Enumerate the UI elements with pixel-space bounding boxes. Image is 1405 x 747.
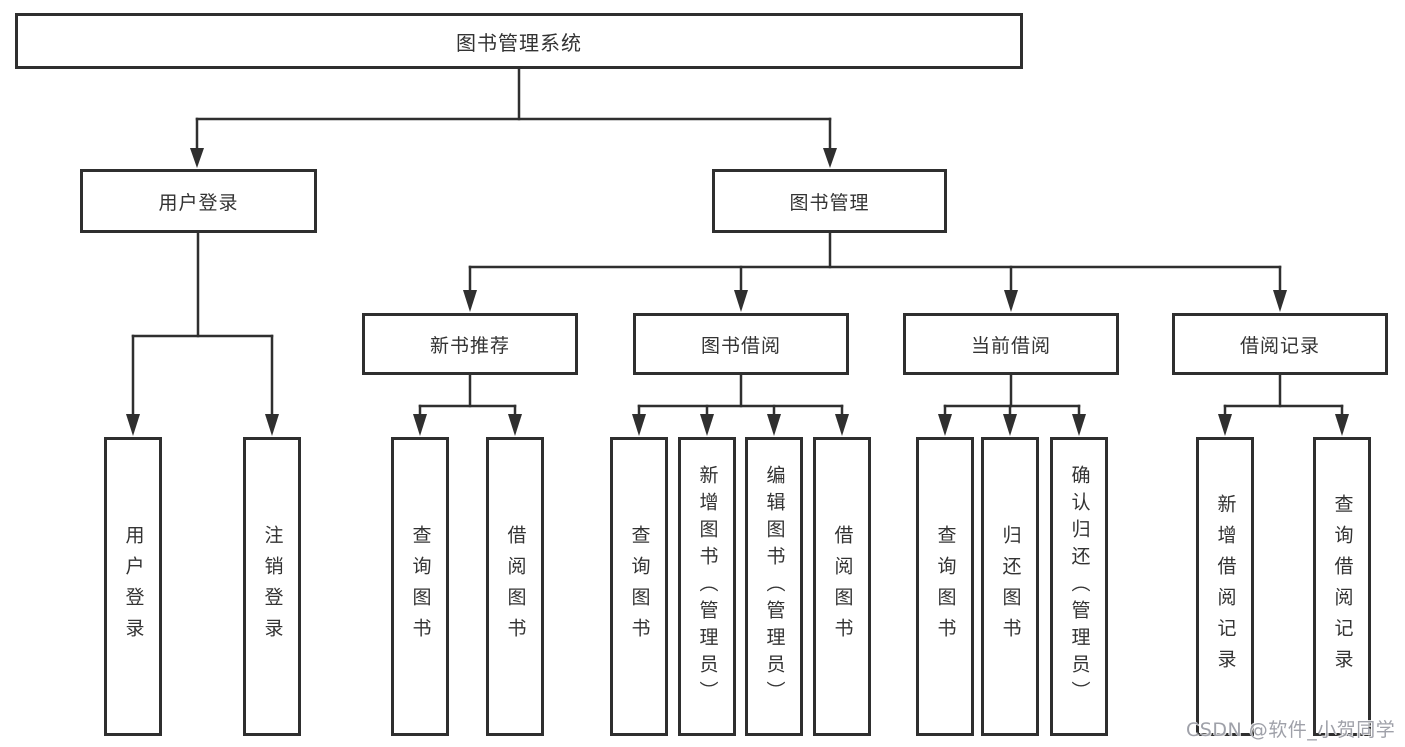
node-new-book-recommend: 新书推荐 — [362, 313, 578, 375]
node-label: 借阅记录 — [1239, 334, 1320, 357]
node-label: 当前借阅 — [970, 334, 1051, 357]
leaf-label: 借阅图书 — [831, 524, 854, 649]
leaf-label: 借阅图书 — [504, 524, 527, 649]
node-book-management: 图书管理 — [712, 169, 947, 233]
node-label: 图书管理系统 — [456, 30, 582, 55]
leaf-user-login: 用户登录 — [104, 437, 162, 736]
leaf-add-books-admin: 新增图书（管理员） — [678, 437, 736, 736]
leaf-label: 用户登录 — [122, 524, 145, 649]
leaf-query-books-borrow: 查询图书 — [610, 437, 668, 736]
node-borrow-records: 借阅记录 — [1172, 313, 1388, 375]
leaf-borrow-books: 借阅图书 — [813, 437, 871, 736]
node-label: 新书推荐 — [429, 334, 510, 357]
leaf-label: 注销登录 — [261, 524, 284, 649]
leaf-label: 编辑图书（管理员） — [763, 465, 786, 708]
leaf-label: 新增图书（管理员） — [696, 465, 719, 708]
leaf-label: 查询借阅记录 — [1331, 493, 1354, 680]
leaf-confirm-return-admin: 确认归还（管理员） — [1050, 437, 1108, 736]
leaf-label: 新增借阅记录 — [1214, 493, 1237, 680]
csdn-watermark: CSDN @软件_小贺同学 — [1186, 719, 1396, 741]
leaf-query-books-current: 查询图书 — [916, 437, 974, 736]
leaf-query-borrow-record: 查询借阅记录 — [1313, 437, 1371, 736]
leaf-logout: 注销登录 — [243, 437, 301, 736]
leaf-label: 归还图书 — [999, 524, 1022, 649]
node-current-borrow: 当前借阅 — [903, 313, 1119, 375]
node-book-borrow: 图书借阅 — [633, 313, 849, 375]
node-library-management-system: 图书管理系统 — [15, 13, 1023, 69]
leaf-edit-books-admin: 编辑图书（管理员） — [745, 437, 803, 736]
node-label: 用户登录 — [158, 191, 239, 214]
node-label: 图书管理 — [789, 191, 870, 214]
node-user-login: 用户登录 — [80, 169, 317, 233]
leaf-label: 查询图书 — [934, 524, 957, 649]
leaf-label: 查询图书 — [628, 524, 651, 649]
leaf-query-books-recommend: 查询图书 — [391, 437, 449, 736]
leaf-add-borrow-record: 新增借阅记录 — [1196, 437, 1254, 736]
leaf-label: 查询图书 — [409, 524, 432, 649]
leaf-label: 确认归还（管理员） — [1068, 465, 1091, 708]
leaf-return-books: 归还图书 — [981, 437, 1039, 736]
leaf-borrow-books-recommend: 借阅图书 — [486, 437, 544, 736]
node-label: 图书借阅 — [700, 334, 781, 357]
